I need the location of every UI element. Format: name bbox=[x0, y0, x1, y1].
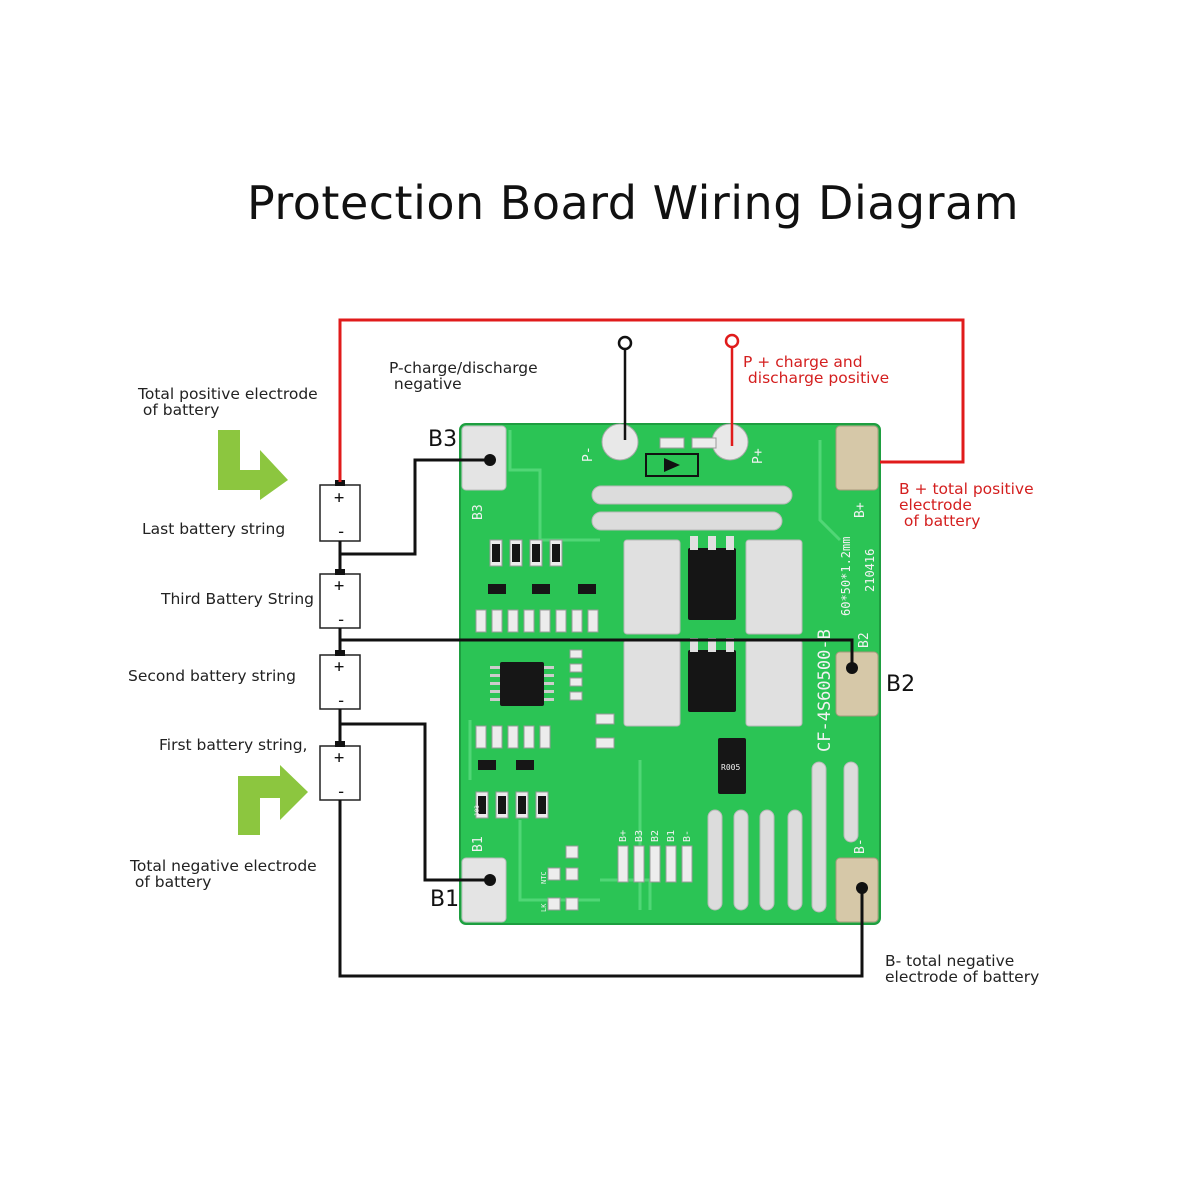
b1-dot bbox=[484, 874, 496, 886]
board-lk-text: LK bbox=[540, 903, 548, 912]
label-last-string: Last battery string bbox=[142, 520, 286, 538]
board-size-text: 60*50*1.2mm bbox=[839, 537, 853, 616]
cell-third-plus: + bbox=[334, 576, 344, 596]
label-b-minus: B- total negative electrode of battery bbox=[885, 952, 1040, 986]
tap-label-b3: B3 bbox=[428, 427, 458, 452]
board-p-minus-text: P- bbox=[581, 446, 596, 462]
green-arrow-up-right-icon bbox=[238, 765, 308, 835]
battery-cells bbox=[319, 480, 361, 801]
board-header-label: B3 bbox=[634, 830, 645, 842]
wire-b1 bbox=[338, 709, 490, 882]
cell-last-minus: - bbox=[336, 522, 346, 542]
label-total-negative: Total negative electrode of battery bbox=[130, 857, 317, 891]
p-negative-terminal bbox=[617, 335, 633, 351]
cell-last-plus: + bbox=[334, 488, 344, 508]
board-date-text: 210416 bbox=[863, 549, 877, 592]
label-p-positive: P + charge and discharge positive bbox=[743, 353, 890, 387]
board-sense-resistor-text: R005 bbox=[721, 763, 740, 772]
battery-cell-second bbox=[319, 654, 361, 710]
board-resistor-code-text: 103 bbox=[474, 805, 481, 816]
board-pad-bplus-text: B+ bbox=[853, 502, 868, 518]
cell-first-plus: + bbox=[334, 748, 344, 768]
label-total-positive: Total positive electrode of battery bbox=[138, 385, 318, 419]
wire-b2 bbox=[338, 628, 854, 668]
board-pad-bminus-text: B- bbox=[853, 838, 868, 854]
wire-total-negative bbox=[338, 800, 864, 978]
label-second-string: Second battery string bbox=[128, 667, 296, 685]
b3-dot bbox=[484, 454, 496, 466]
board-p-plus-text: P+ bbox=[751, 448, 766, 464]
board-header-labels: B+ B3 B2 B1 B- bbox=[618, 830, 693, 842]
battery-cell-last bbox=[319, 484, 361, 542]
board-pad-b3-text: B3 bbox=[471, 504, 486, 520]
cell-second-minus: - bbox=[336, 691, 346, 711]
board-pad-b1-text: B1 bbox=[471, 836, 486, 852]
wire-b3 bbox=[338, 458, 490, 556]
battery-cell-third bbox=[319, 573, 361, 629]
cell-first-minus: - bbox=[336, 782, 346, 802]
tap-label-b1: B1 bbox=[430, 887, 460, 912]
label-b-plus: B + total positive electrode of battery bbox=[899, 480, 1034, 530]
board-header-label: B+ bbox=[618, 830, 629, 842]
board-header-label: B- bbox=[682, 830, 693, 842]
label-p-negative: P-charge/discharge negative bbox=[389, 359, 538, 393]
p-positive-terminal bbox=[724, 333, 740, 349]
board-header-label: B2 bbox=[650, 830, 661, 842]
tap-label-b2: B2 bbox=[886, 672, 916, 697]
board-header-label: B1 bbox=[666, 830, 677, 842]
board-ntc-text: NTC bbox=[540, 871, 548, 884]
wire-total-positive bbox=[338, 318, 965, 482]
protection-board bbox=[459, 423, 881, 925]
board-pad-b2-text: B2 bbox=[857, 632, 872, 648]
b2-dot bbox=[846, 662, 858, 674]
battery-cell-first bbox=[319, 745, 361, 801]
label-first-string: First battery string, bbox=[159, 736, 308, 754]
bminus-dot bbox=[856, 882, 868, 894]
cell-second-plus: + bbox=[334, 657, 344, 677]
cell-third-minus: - bbox=[336, 610, 346, 630]
board-model-text: CF-4S60500-B bbox=[815, 629, 835, 752]
diagram-title: Protection Board Wiring Diagram bbox=[246, 176, 1020, 230]
label-third-string: Third Battery String bbox=[161, 590, 315, 608]
green-arrow-down-right-icon bbox=[218, 430, 288, 500]
